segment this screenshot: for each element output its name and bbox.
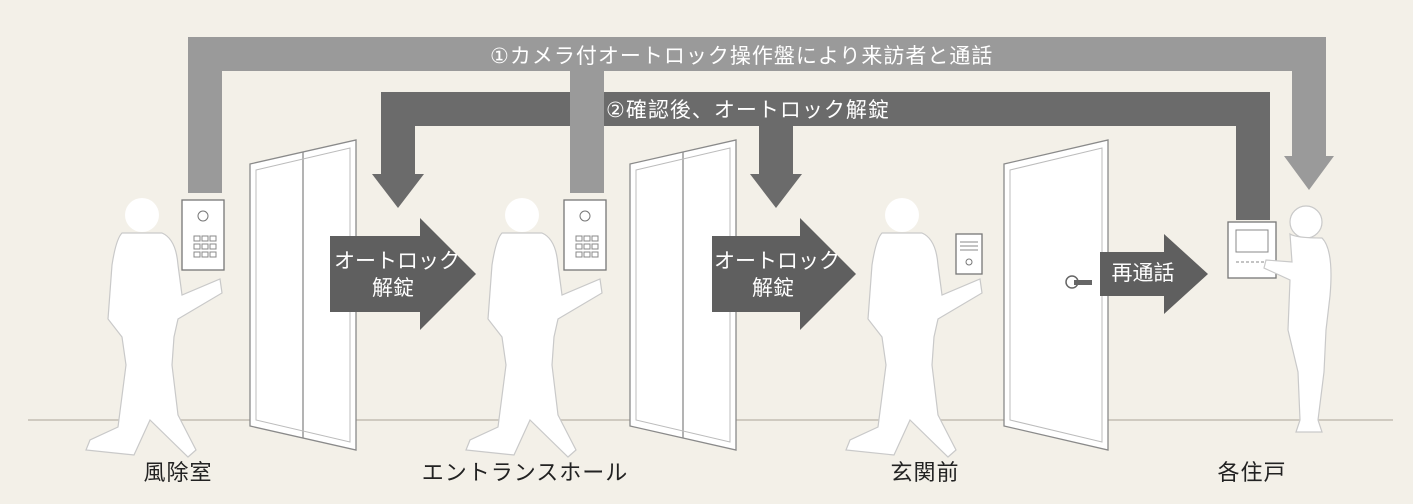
recall-arrow-label: 再通話 xyxy=(1111,261,1175,285)
location-front-door: 玄関前 xyxy=(890,461,960,486)
location-entrance-hall: エントランスホール xyxy=(421,461,629,486)
camera-panel-2 xyxy=(563,199,607,271)
unlock-arrow-1-label: オートロック 解錠 xyxy=(334,249,460,300)
door-unit xyxy=(1003,139,1109,451)
flow1-overlap-segment xyxy=(570,92,604,126)
flow-arrow-2 xyxy=(372,92,1270,220)
door-windbreak xyxy=(249,139,357,451)
door-entrance xyxy=(629,139,737,451)
unlock-arrow-2-label: オートロック 解錠 xyxy=(714,249,840,300)
resident-silhouette xyxy=(1263,205,1332,433)
flow-arrow-1 xyxy=(188,37,1334,193)
flow2-label: ②確認後、オートロック解錠 xyxy=(606,98,890,122)
location-windbreak: 風除室 xyxy=(143,461,213,486)
camera-panel-1 xyxy=(181,199,225,271)
door-intercom-panel xyxy=(955,233,983,275)
location-residence: 各住戸 xyxy=(1217,461,1287,486)
flow1-label: ①カメラ付オートロック操作盤により来訪者と通話 xyxy=(490,44,994,68)
